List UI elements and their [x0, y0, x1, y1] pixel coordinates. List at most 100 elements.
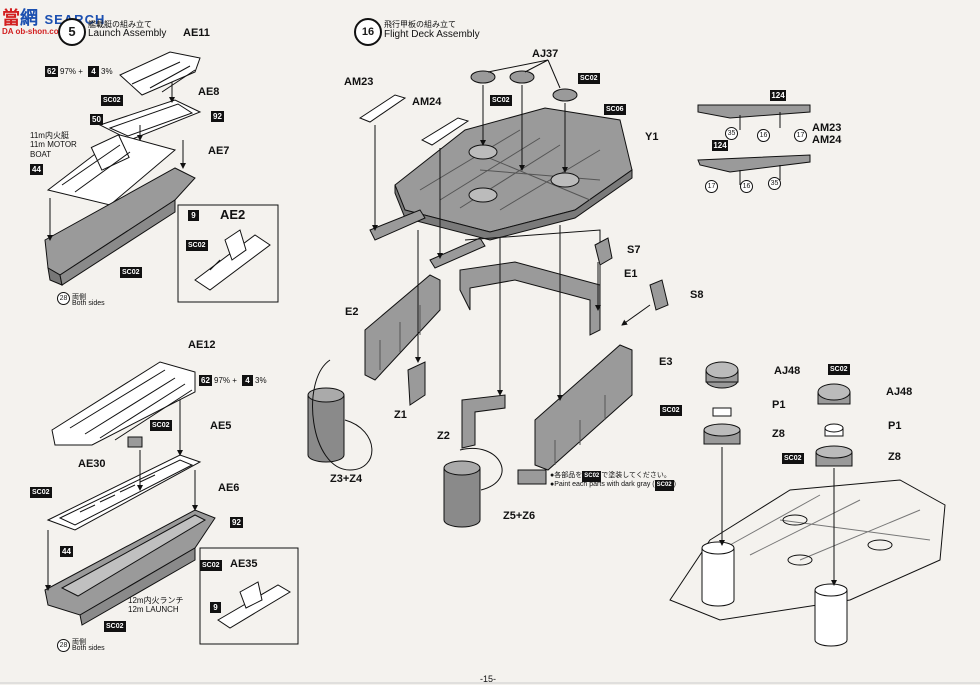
color-35-a: 35: [725, 127, 738, 140]
sc02-tag-9: SC02: [490, 95, 512, 106]
color-9-b: 9: [210, 602, 221, 613]
sc06-tag: SC06: [604, 104, 626, 115]
ae11-canopy: [119, 51, 201, 96]
label-ae8: AE8: [198, 86, 220, 98]
s7-part: [594, 237, 613, 266]
ae8-frame: [98, 99, 202, 141]
color-50: 50: [90, 114, 103, 125]
both-sides-en-a: Both sides: [72, 300, 105, 307]
label-am24-right: AM24: [812, 134, 842, 146]
z2-part: [461, 394, 506, 449]
label-ae35: AE35: [230, 558, 258, 570]
label-ae12: AE12: [188, 339, 216, 351]
label-e2: E2: [345, 306, 359, 318]
label-ae2: AE2: [220, 207, 246, 222]
launch-name-jp: 12m内火ランチ: [128, 596, 184, 605]
color-62-a: 62: [45, 66, 58, 77]
sc02-tag-6: SC02: [104, 621, 126, 632]
label-ae5: AE5: [210, 420, 232, 432]
logo-char-1: 當: [2, 8, 20, 28]
label-aj37: AJ37: [532, 48, 559, 60]
label-ae6: AE6: [218, 482, 240, 494]
label-z3-z4: Z3+Z4: [330, 473, 363, 485]
color-16-a: 16: [757, 129, 770, 142]
e3-frame: [534, 344, 633, 471]
label-z8-a: Z8: [772, 428, 785, 440]
z5-z6-cylinder: [443, 467, 481, 528]
step-15-title-en: Launch Assembly: [88, 28, 167, 39]
sc02-tag-3: SC02: [186, 240, 208, 251]
motor-boat-name-en1: 11m MOTOR: [30, 140, 77, 149]
paint-note-swatch: [517, 469, 547, 485]
both-sides-jp-a: 両側: [72, 294, 86, 301]
color-124-a: 124: [770, 90, 786, 101]
color-92-b: 92: [230, 517, 243, 528]
label-s7: S7: [627, 244, 641, 256]
label-aj48-a: AJ48: [774, 365, 801, 377]
mix-pct-b1: 97% +: [214, 376, 237, 385]
color-28-b: 28: [57, 639, 70, 652]
motor-boat-name-jp: 11m内火艇: [30, 131, 69, 140]
sc02-tag-4: SC02: [150, 420, 172, 431]
label-e3: E3: [659, 356, 673, 368]
color-44-b: 44: [60, 546, 73, 557]
color-35-b: 35: [768, 177, 781, 190]
label-am23-right: AM23: [812, 122, 842, 134]
ae30-part: [127, 436, 143, 448]
e2-frame: [364, 274, 441, 381]
motor-boat-name-en2: BOAT: [30, 150, 52, 159]
e1-frame: [459, 261, 601, 336]
color-17-b: 17: [705, 180, 718, 193]
sc02-tag-5: SC02: [30, 487, 52, 498]
mix-pct-b2: 3%: [255, 376, 267, 385]
step-16-title-jp: 飛行甲板の組み立て: [384, 20, 456, 29]
y1-deck: [394, 107, 633, 233]
turntable-assembly: [669, 361, 946, 647]
am23-part: [358, 94, 407, 123]
label-p1-b: P1: [888, 420, 902, 432]
sc02-tag-11: SC02: [660, 405, 682, 416]
label-y1: Y1: [645, 131, 659, 143]
launch-name-en: 12m LAUNCH: [128, 605, 179, 614]
flight-deck-assembly: [307, 59, 669, 528]
label-ae30: AE30: [78, 458, 106, 470]
label-s8: S8: [690, 289, 704, 301]
z1-part: [407, 361, 426, 406]
color-28-a: 28: [57, 292, 70, 305]
step-16-number: 16: [354, 18, 382, 46]
paint-note-en-pre: ●Paint each parts with dark gray (: [550, 481, 655, 488]
step-15-title-jp: 艦載艇の組み立て: [88, 20, 152, 29]
logo-char-2: 網: [20, 8, 38, 28]
ae12-canopy: [51, 361, 196, 446]
label-z1: Z1: [394, 409, 407, 421]
color-4-b: 4: [242, 375, 253, 386]
both-sides-jp-b: 両側: [72, 639, 86, 646]
color-44-a: 44: [30, 164, 43, 175]
sc02-tag-10: SC02: [828, 364, 850, 375]
label-am23: AM23: [344, 76, 374, 88]
mix-pct-a1: 97% +: [60, 67, 83, 76]
paint-note-en-tag: SC02: [654, 480, 674, 491]
label-ae7: AE7: [208, 145, 230, 157]
sc02-tag-2: SC02: [120, 267, 142, 278]
motor-boat-assembly: [44, 51, 202, 286]
color-16-b: 16: [740, 180, 753, 193]
color-92-a: 92: [211, 111, 224, 122]
mix-pct-a2: 3%: [101, 67, 113, 76]
label-ae11: AE11: [183, 27, 210, 39]
label-p1-a: P1: [772, 399, 786, 411]
step-16-title-en: Flight Deck Assembly: [384, 29, 480, 40]
am-detail: [697, 104, 811, 185]
z3-z4-cylinder: [307, 394, 345, 463]
color-4-a: 4: [88, 66, 99, 77]
both-sides-en-b: Both sides: [72, 645, 105, 652]
launch-assembly: [44, 361, 216, 626]
ae35-inset-box: [199, 547, 299, 645]
ae5-frame: [46, 454, 202, 531]
label-am24: AM24: [412, 96, 442, 108]
paint-note-jp-pre: ●各部品を: [550, 472, 583, 479]
color-17-a: 17: [794, 129, 807, 142]
color-124-b: 124: [712, 140, 728, 151]
